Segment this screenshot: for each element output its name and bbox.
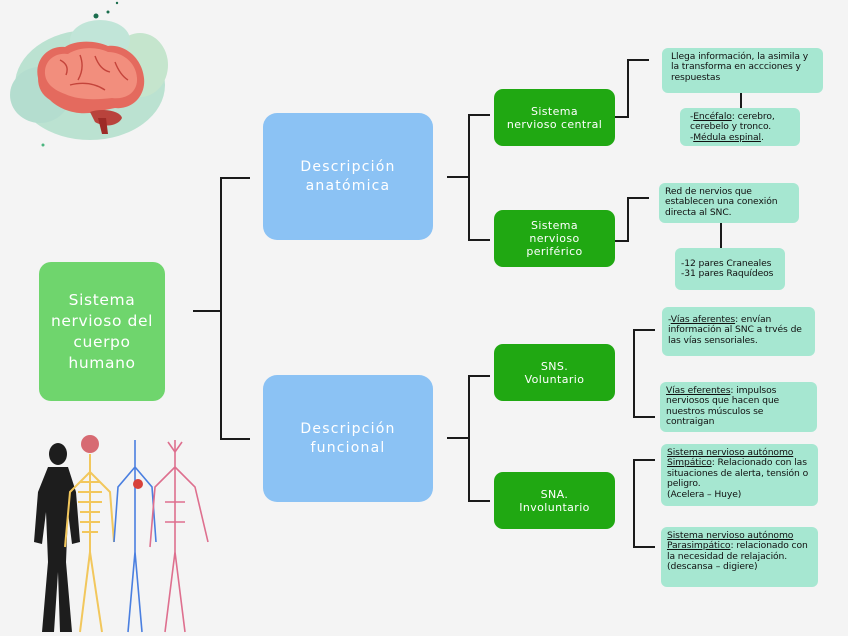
note-text: : relacionado con la necesidad de relaja… xyxy=(667,540,808,562)
note-text: Llega información, la asimila y la trans… xyxy=(671,51,809,83)
node-label: Sistema nervioso central xyxy=(506,104,603,131)
efferent-pathways-note: Vías eferentes: impulsos nerviosos que h… xyxy=(660,382,817,432)
connector-line xyxy=(468,375,490,377)
note-text: -12 pares Craneales xyxy=(681,258,772,269)
connector-line xyxy=(220,177,222,439)
connector-line xyxy=(633,546,655,548)
cns-parts-note: -Encéfalo: cerebro, cerebelo y tronco.-M… xyxy=(680,108,800,146)
connector-line xyxy=(614,240,628,242)
sympathetic-note: Sistema nervioso autónomo Simpático: Rel… xyxy=(661,444,818,506)
root-node[interactable]: Sistema nervioso del cuerpo humano xyxy=(39,262,165,401)
brain-illustration xyxy=(10,1,168,147)
note-text: : Relacionado con las situaciones de ale… xyxy=(667,457,809,490)
parasympathetic-note: Sistema nervioso autónomo Parasimpático:… xyxy=(661,527,818,587)
note-text: (descansa – digiere) xyxy=(667,561,758,573)
connector-line xyxy=(633,416,655,418)
underlined-term: Vías aferentes xyxy=(670,314,736,325)
underlined-term: Vías eferentes xyxy=(666,385,731,396)
connector-line xyxy=(468,114,470,240)
autonomic-involuntary-node[interactable]: SNA. Involuntario xyxy=(494,472,615,529)
connector-line xyxy=(633,459,635,547)
connector-line xyxy=(220,177,250,179)
connector-line xyxy=(720,222,722,248)
functional-description-node[interactable]: Descripción funcional xyxy=(263,375,433,502)
connector-line xyxy=(614,116,628,118)
note-text: : cerebro, cerebelo y tronco. xyxy=(690,111,775,133)
muscular-figure-icon xyxy=(34,443,80,632)
somatic-voluntary-node[interactable]: SNS. Voluntario xyxy=(494,344,615,401)
node-label: Sistema nervioso periférico xyxy=(526,219,583,258)
underlined-term: Encéfalo xyxy=(693,111,732,122)
note-text: : envían información al SNC a trvés de l… xyxy=(668,314,802,346)
connector-line xyxy=(627,59,629,118)
pns-parts-note: -12 pares Craneales-31 pares Raquídeos xyxy=(675,248,785,290)
connector-line xyxy=(627,197,629,242)
note-text: . xyxy=(761,131,764,143)
connector-line xyxy=(633,329,635,417)
connector-line xyxy=(193,310,221,312)
connector-line xyxy=(468,114,490,116)
underlined-term: Sistema nervioso autónomo Simpático xyxy=(667,447,794,469)
underlined-term: Sistema nervioso autónomo Parasimpático xyxy=(667,530,794,552)
note-text: - xyxy=(690,131,694,143)
underlined-term: Médula espinal xyxy=(693,131,761,143)
connector-line xyxy=(627,197,649,199)
note-text: - xyxy=(668,314,671,325)
connector-line xyxy=(447,176,469,178)
node-label: Descripción funcional xyxy=(300,420,396,456)
note-text: -31 pares Raquídeos xyxy=(681,268,774,280)
connector-line xyxy=(627,59,649,61)
cns-function-note: Llega información, la asimila y la trans… xyxy=(662,48,823,93)
node-label: SNS. Voluntario xyxy=(524,359,585,386)
anatomical-description-node[interactable]: Descripción anatómica xyxy=(263,113,433,240)
afferent-pathways-note: -Vías aferentes: envían información al S… xyxy=(662,307,815,356)
note-text: : impulsos nerviosos que hacen que nuest… xyxy=(666,385,780,428)
connector-line xyxy=(468,500,490,502)
node-label: Descripción anatómica xyxy=(300,158,396,194)
arterial-system-figure-icon xyxy=(149,440,209,633)
pns-function-note: Red de nervios que establecen una conexi… xyxy=(659,183,799,223)
note-text: - xyxy=(690,111,694,122)
connector-line xyxy=(633,459,655,461)
venous-system-figure-icon xyxy=(113,440,157,633)
human-body-systems-illustration xyxy=(34,435,209,633)
root-label: Sistema nervioso del cuerpo humano xyxy=(50,290,154,372)
peripheral-nervous-system-node[interactable]: Sistema nervioso periférico xyxy=(494,210,615,267)
nervous-system-figure-icon xyxy=(64,435,115,633)
connector-line xyxy=(740,93,742,109)
brain-icon xyxy=(37,41,145,134)
central-nervous-system-node[interactable]: Sistema nervioso central xyxy=(494,89,615,146)
connector-line xyxy=(468,239,490,241)
connector-line xyxy=(633,329,655,331)
note-text: (Acelera – Huye) xyxy=(667,488,742,500)
connector-line xyxy=(468,375,470,501)
connector-line xyxy=(220,438,250,440)
node-label: SNA. Involuntario xyxy=(519,487,590,514)
connector-line xyxy=(447,437,469,439)
note-text: Red de nervios que establecen una conexi… xyxy=(665,186,778,218)
